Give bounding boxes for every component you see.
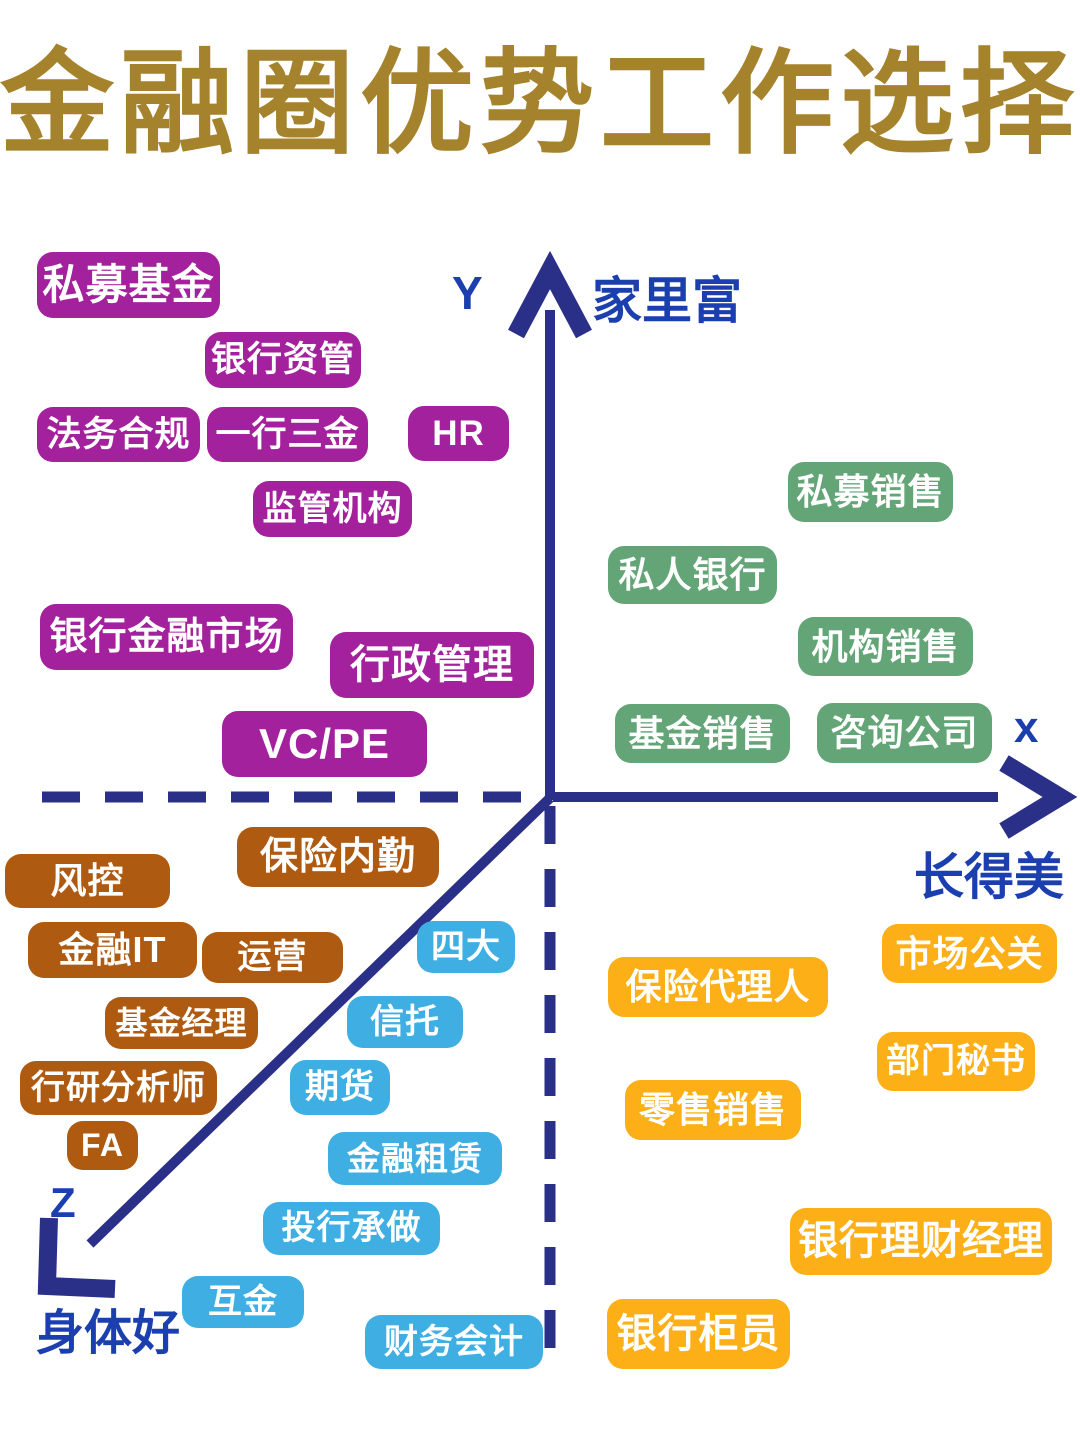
job-label: 四大: [417, 921, 515, 973]
job-label: 监管机构: [253, 481, 412, 537]
job-label: 私募基金: [37, 252, 220, 318]
y-axis-arrowhead-icon: [508, 250, 592, 339]
job-label: 行研分析师: [20, 1061, 217, 1115]
y-axis-label: 家里富: [592, 273, 742, 329]
job-label: 信托: [347, 996, 463, 1048]
job-label: 基金销售: [615, 704, 790, 763]
job-label: 部门秘书: [877, 1032, 1035, 1091]
job-label: 咨询公司: [817, 703, 992, 763]
job-label: 一行三金: [207, 407, 368, 462]
job-label: 银行柜员: [607, 1299, 790, 1369]
job-label: 零售销售: [625, 1080, 801, 1140]
job-label: 互金: [182, 1276, 304, 1328]
job-label: HR: [408, 406, 509, 461]
job-label: 银行资管: [205, 332, 361, 388]
job-label: VC/PE: [222, 711, 427, 777]
job-label: 私人银行: [608, 546, 777, 604]
job-label: 私募销售: [788, 462, 953, 522]
x-axis-label: 长得美: [914, 849, 1064, 905]
job-label: FA: [67, 1121, 138, 1170]
job-label: 金融租赁: [328, 1132, 502, 1185]
x-axis-arrowhead-icon: [999, 755, 1078, 839]
job-label: 金融IT: [28, 922, 197, 978]
job-label: 运营: [202, 932, 343, 983]
z-axis-label: 身体好: [36, 1307, 181, 1360]
z-axis-letter: Z: [50, 1179, 76, 1226]
z-axis-arrowhead-icon: [37, 1217, 116, 1298]
job-label: 机构销售: [798, 617, 973, 676]
z-axis-line: [86, 794, 554, 1248]
job-label: 保险内勤: [237, 827, 439, 887]
job-label: 法务合规: [37, 407, 200, 462]
y-axis-letter: Y: [452, 267, 483, 319]
job-label: 行政管理: [330, 632, 534, 698]
job-label: 保险代理人: [608, 957, 828, 1017]
job-label: 期货: [290, 1060, 390, 1115]
job-label: 财务会计: [365, 1315, 543, 1369]
job-label: 投行承做: [263, 1202, 440, 1255]
job-label: 基金经理: [105, 997, 258, 1049]
job-label: 市场公关: [882, 924, 1057, 983]
job-label: 银行金融市场: [40, 604, 293, 670]
x-axis-letter: x: [1014, 703, 1039, 752]
page-title: 金融圈优势工作选择: [0, 41, 1080, 168]
job-label: 银行理财经理: [790, 1208, 1052, 1275]
job-label: 风控: [5, 854, 170, 908]
